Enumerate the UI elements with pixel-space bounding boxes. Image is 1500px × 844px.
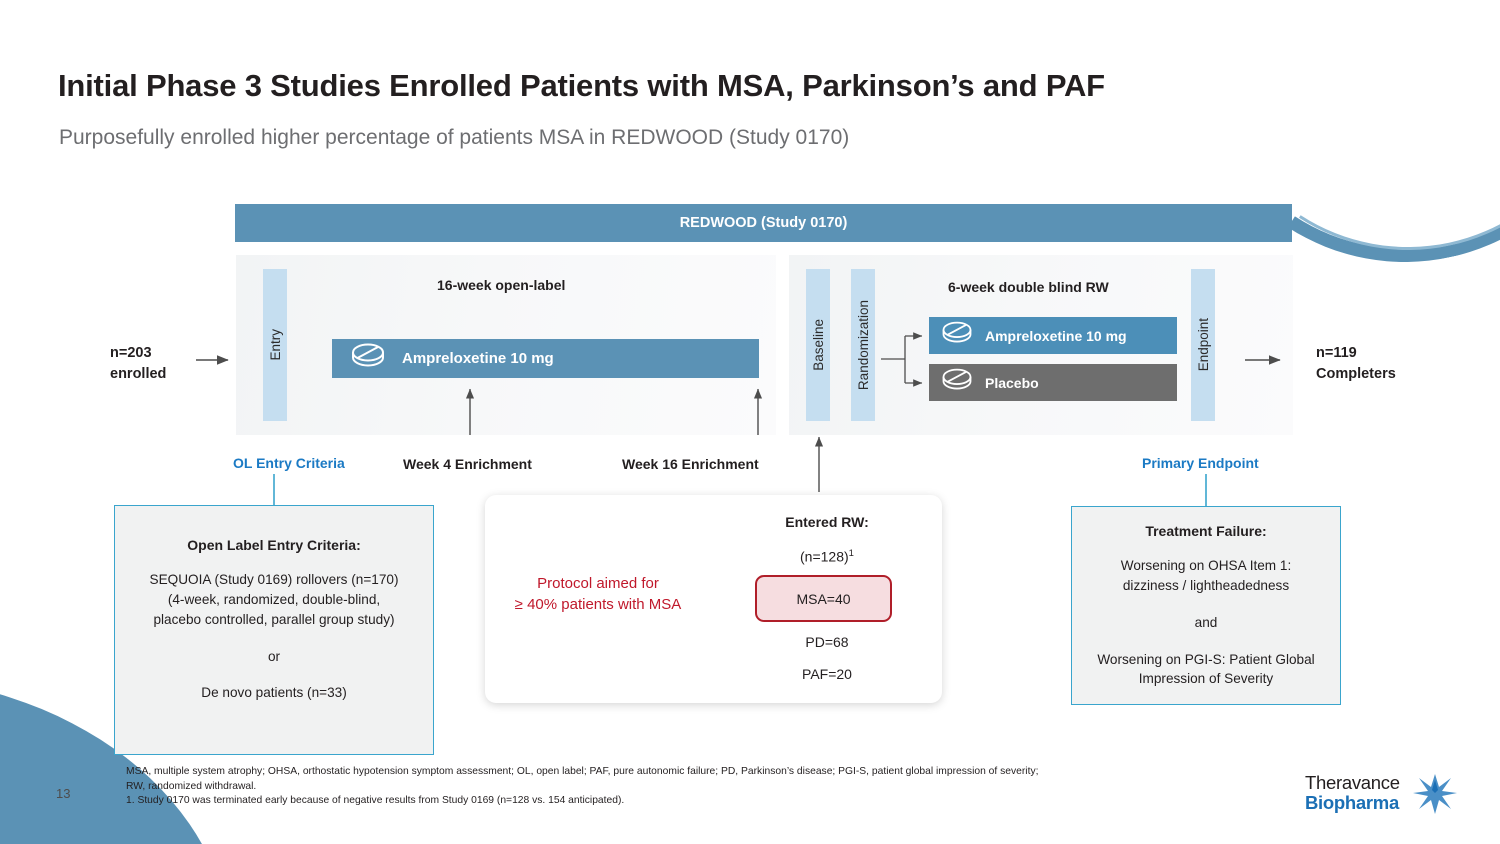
entered-rw-heading: Entered RW: [785, 514, 869, 530]
caption-primary-endpoint: Primary Endpoint [1142, 455, 1259, 471]
enrolled-count: n=203 enrolled [110, 343, 166, 385]
entry-criteria-line-3: placebo controlled, parallel group study… [153, 611, 395, 627]
randomization-milestone-bar: Randomization [851, 269, 875, 421]
caption-week-4-enrichment: Week 4 Enrichment [403, 456, 532, 472]
rw-placebo-arm-label: Placebo [985, 374, 1039, 391]
open-label-phase-title: 16-week open-label [437, 277, 566, 293]
pd-count: PD=68 [805, 634, 849, 650]
logo-star-icon [1413, 774, 1457, 819]
completers-count-line1: n=119 [1316, 345, 1357, 361]
entry-criteria-line-1: SEQUOIA (Study 0169) rollovers (n=170) [149, 572, 399, 587]
msa-count-label: MSA=40 [796, 590, 851, 607]
treatment-failure-line-3: Worsening on PGI-S: Patient Global [1097, 651, 1315, 667]
open-label-treatment-label: Ampreloxetine 10 mg [402, 350, 554, 367]
study-banner-label: REDWOOD (Study 0170) [679, 215, 848, 231]
footnote-abbreviations-line2: RW, randomized withdrawal. [126, 780, 257, 792]
footnote-abbreviations-line1: MSA, multiple system atrophy; OHSA, orth… [126, 766, 1039, 777]
footnote-note-1: 1. Study 0170 was terminated early becau… [126, 795, 625, 807]
spacer [1072, 633, 1340, 650]
page-subtitle: Purposefully enrolled higher percentage … [59, 126, 850, 149]
entry-criteria-line-4: De novo patients (n=33) [201, 685, 347, 701]
endpoint-milestone-bar: Endpoint [1191, 269, 1215, 421]
logo-line-2: Biopharma [1305, 791, 1399, 813]
randomized-withdrawal-phase-title: 6-week double blind RW [948, 279, 1109, 295]
entry-criteria-or: or [267, 648, 281, 664]
protocol-aim-note-line2: ≥ 40% patients with MSA [514, 596, 682, 614]
logo-line-1: Theravance [1305, 772, 1400, 793]
theravance-biopharma-logo: Theravance Biopharma [1305, 772, 1457, 815]
caption-week-16-enrichment: Week 16 Enrichment [622, 456, 759, 472]
top-right-swoosh-thin-decoration [1170, 0, 1500, 288]
baseline-milestone-label: Baseline [810, 319, 826, 371]
study-banner: REDWOOD (Study 0170) [235, 204, 1292, 242]
entered-rw-footnote-marker: 1 [848, 548, 854, 559]
entry-milestone-label: Entry [267, 329, 283, 361]
enrolled-count-line1: n=203 [110, 345, 152, 361]
spacer [115, 553, 433, 570]
treatment-failure-and: and [1194, 614, 1218, 630]
spacer [1072, 596, 1340, 613]
rw-placebo-arm-bar: Placebo [929, 364, 1177, 401]
completers-count: n=119 Completers [1316, 343, 1396, 385]
page-number: 13 [56, 786, 71, 801]
spacer [115, 630, 433, 647]
entered-rw-total-value: (n=128) [800, 548, 849, 565]
rw-active-arm-bar: Ampreloxetine 10 mg [929, 317, 1177, 354]
pill-icon [348, 342, 388, 375]
caption-ol-entry-criteria: OL Entry Criteria [233, 455, 345, 471]
randomization-milestone-label: Randomization [855, 299, 871, 391]
entry-milestone-bar: Entry [263, 269, 287, 421]
open-label-treatment-bar: Ampreloxetine 10 mg [332, 339, 759, 378]
baseline-milestone-bar: Baseline [806, 269, 830, 421]
spacer [115, 666, 433, 683]
page-title: Initial Phase 3 Studies Enrolled Patient… [58, 68, 1105, 103]
footnotes: MSA, multiple system atrophy; OHSA, orth… [126, 765, 1256, 809]
open-label-entry-criteria-box: Open Label Entry Criteria: SEQUOIA (Stud… [114, 505, 434, 755]
pill-icon [939, 367, 975, 398]
entry-criteria-line-2: (4-week, randomized, double-blind, [167, 591, 381, 607]
treatment-failure-line-1: Worsening on OHSA Item 1: [1120, 558, 1292, 573]
completers-count-line2: Completers [1316, 366, 1396, 383]
endpoint-milestone-label: Endpoint [1195, 318, 1211, 372]
entered-rw-total: (n=128)1 [712, 548, 942, 565]
pill-icon [939, 320, 975, 351]
spacer [1072, 539, 1340, 556]
treatment-failure-heading: Treatment Failure: [1145, 523, 1267, 539]
treatment-failure-box: Treatment Failure: Worsening on OHSA Ite… [1071, 506, 1341, 705]
treatment-failure-line-2: dizziness / lightheadedness [1122, 577, 1290, 593]
rw-active-arm-label: Ampreloxetine 10 mg [985, 327, 1127, 344]
enrolled-count-line2: enrolled [110, 366, 167, 383]
protocol-aim-note: Protocol aimed for ≥ 40% patients with M… [500, 573, 696, 616]
msa-count-chip: MSA=40 [755, 575, 892, 622]
entry-criteria-heading: Open Label Entry Criteria: [187, 537, 361, 553]
protocol-aim-note-line1: Protocol aimed for [537, 575, 659, 592]
paf-count: PAF=20 [802, 666, 852, 682]
treatment-failure-line-4: Impression of Severity [1138, 671, 1274, 687]
